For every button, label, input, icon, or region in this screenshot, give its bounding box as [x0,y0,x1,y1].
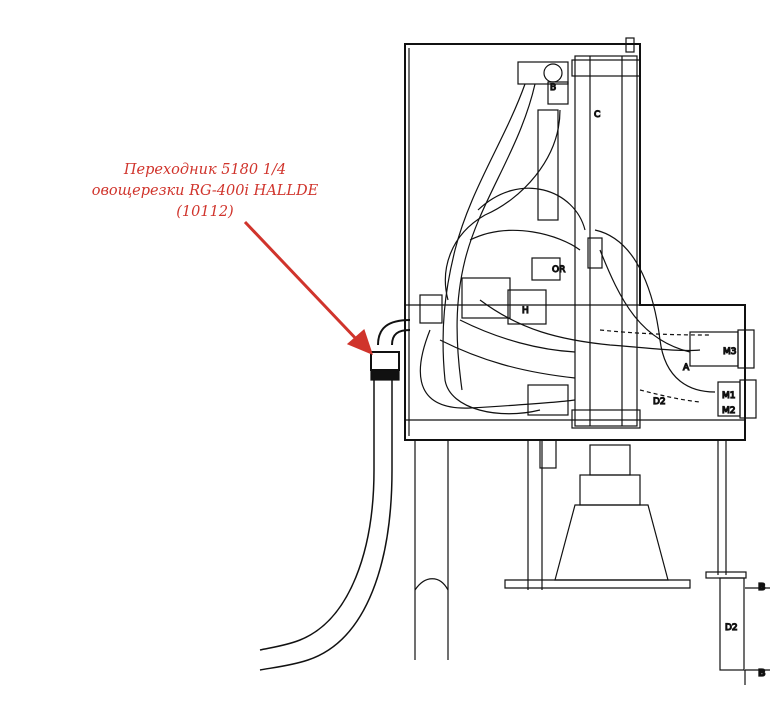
solenoid-or [531,257,561,281]
label-b-right-bottom: B [758,668,766,679]
adapter-annotation: Переходник 5180 1/4 овощерезки RG-400i H… [60,160,350,223]
annotation-arrow-shaft [243,220,362,345]
tube-8 [419,329,576,409]
label-b-top: B [550,83,556,93]
label-or: OR [552,265,565,275]
tube-1 [442,83,541,415]
column-top-bolt [625,37,635,53]
column-c [574,55,638,427]
label-a: A [683,363,690,373]
inlet-elbow [377,319,411,346]
annotation-line-3: (10112) [176,204,234,220]
tube-12 [599,329,711,336]
base-cone [554,504,669,581]
tube-3 [444,109,561,301]
inlet-hose-outer [259,380,375,651]
leg-left-bend [414,578,449,591]
adapter-5180-upper [370,351,400,371]
inlet-valve [419,294,443,324]
label-m1: M1 [722,391,736,401]
housing-outline [404,43,746,441]
tube-6 [594,229,716,393]
motor-collar [579,474,641,506]
motor-neck [589,444,631,476]
label-b-right-top: B [758,582,766,593]
annotation-line-2: овощерезки RG-400i HALLDE [91,183,319,199]
label-m3: M3 [723,347,737,357]
tube-9 [479,299,701,352]
tube-11 [459,319,576,353]
motor-m3-cap [737,329,755,369]
d2-pipe [719,577,745,671]
column-bottom-cap [571,409,641,429]
tube-4 [477,187,586,231]
filter-tube [537,109,559,221]
inlet-hose-inner [259,380,393,671]
annotation-line-1: Переходник 5180 1/4 [123,162,287,178]
label-c: C [594,110,600,120]
tube-10 [439,339,576,379]
inlet-elbow-inner [391,329,411,346]
tube-2 [456,83,536,391]
sensor-probe [587,237,603,269]
annotation-arrow-head [346,328,373,356]
tube-13 [639,389,701,403]
adapter-5180-lower [370,369,400,381]
tube-5 [469,229,581,251]
motor-m1-m2-cap [739,379,757,419]
pump-assembly [461,277,511,319]
valve-b-stem [547,81,569,105]
valve-b-body [517,61,569,85]
column-top-cap [571,59,641,77]
tube-7 [599,249,691,353]
label-h: H [522,306,529,316]
drain-valve [527,384,569,416]
assembly-h [507,289,547,325]
base-foot [504,579,691,589]
valve-b-knob [543,63,563,83]
label-d2-bottom: D2 [725,623,738,633]
label-d2-mid: D2 [653,397,666,407]
drain-outlet [539,439,557,469]
label-m2: M2 [722,406,736,416]
